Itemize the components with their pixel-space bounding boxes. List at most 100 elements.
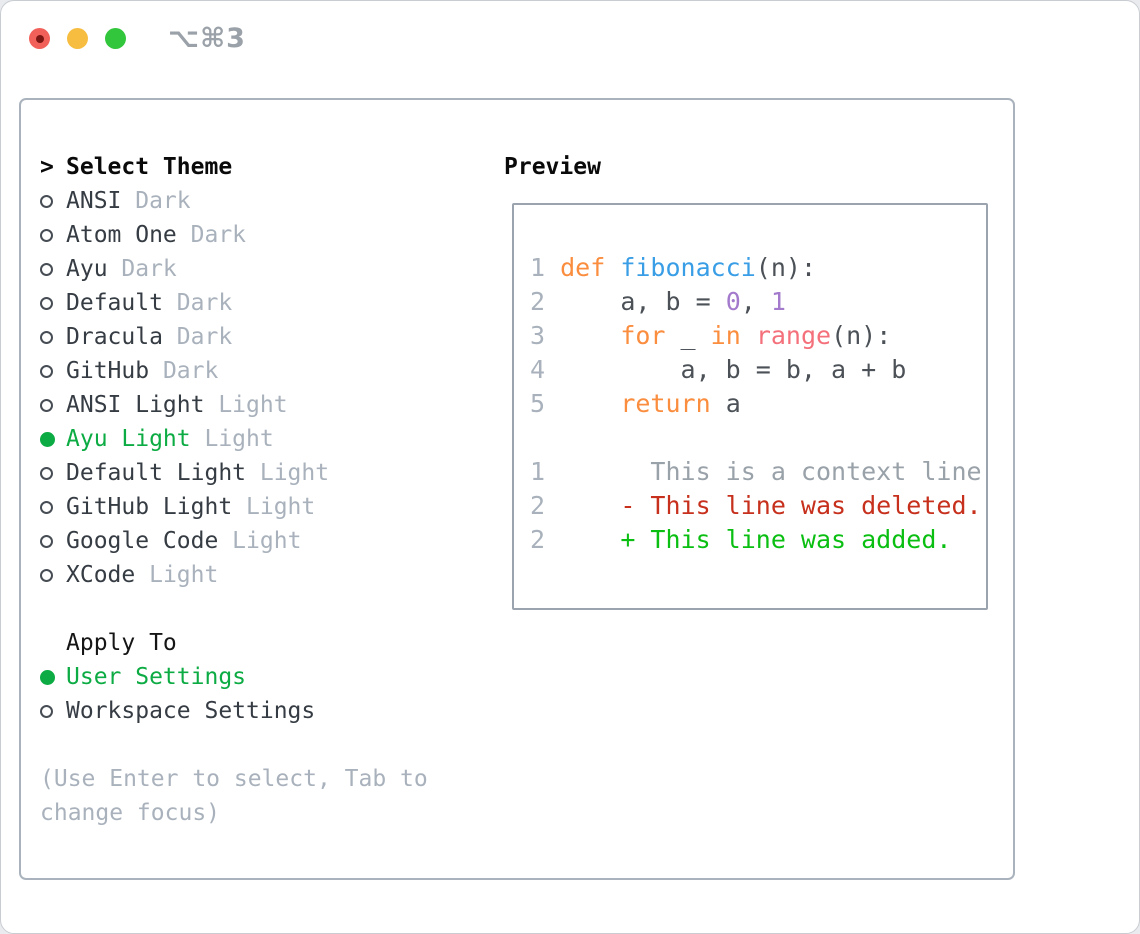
theme-option-xcode-variant-tag: Light [135, 562, 219, 588]
hollow-circle-icon [40, 364, 53, 378]
theme-option-default-light-variant-tag: Light [246, 460, 330, 486]
theme-option-default-light-label: Default Light [66, 460, 247, 486]
minimize-button[interactable] [67, 28, 88, 49]
radio-unselected-icon [40, 194, 66, 208]
hollow-circle-icon [40, 466, 53, 480]
code-token-num: 0 [725, 287, 741, 316]
radio-unselected-icon [40, 296, 66, 310]
hollow-circle-icon [40, 296, 53, 310]
theme-option-default[interactable]: Default Dark [40, 286, 490, 320]
keyboard-hint: (Use Enter to select, Tab to change focu… [40, 766, 428, 826]
theme-option-dracula[interactable]: Dracula Dark [40, 320, 490, 354]
radio-selected-icon [40, 669, 66, 685]
code-token-kw: for [620, 321, 666, 350]
theme-option-ayu-light-label: Ayu Light [66, 426, 191, 452]
hollow-circle-icon [40, 568, 53, 582]
theme-option-ansi[interactable]: ANSI Dark [40, 184, 490, 218]
line-number: 1 [530, 457, 561, 486]
apply-option-workspace-settings[interactable]: Workspace Settings [40, 694, 490, 728]
theme-option-github[interactable]: GitHub Dark [40, 354, 490, 388]
select-theme-header-label: Select Theme [66, 154, 233, 180]
hollow-circle-icon [40, 262, 53, 276]
code-token-num: 1 [770, 287, 786, 316]
theme-option-ayu-light-variant-tag: Light [190, 426, 274, 452]
radio-unselected-icon [40, 262, 66, 276]
line-number: 2 [530, 491, 561, 520]
code-token-ctx: This is a context line. [560, 457, 988, 486]
code-line: 5 return a [530, 387, 986, 421]
theme-option-atom-one-variant-tag: Dark [176, 222, 247, 248]
code-token-pl [560, 389, 620, 418]
theme-option-github-light-label: GitHub Light [66, 494, 233, 520]
theme-option-ansi-variant-tag: Dark [121, 188, 191, 214]
hollow-circle-icon [40, 228, 53, 242]
theme-option-google-code-variant-tag: Light [218, 528, 302, 554]
line-number: 2 [530, 287, 561, 316]
theme-option-ansi-light-variant-tag: Light [204, 392, 288, 418]
theme-option-dracula-label: Dracula [66, 324, 163, 350]
radio-unselected-icon [40, 534, 66, 548]
apply-option-user-settings[interactable]: User Settings [40, 660, 490, 694]
code-token-pl: (n): [831, 321, 892, 350]
hollow-circle-icon [40, 398, 53, 412]
code-token-fn: fibonacci [620, 253, 756, 282]
theme-option-github-light[interactable]: GitHub Light Light [40, 490, 490, 524]
line-number: 3 [530, 321, 561, 350]
title-bar: ⌥⌘3 [1, 1, 1139, 75]
theme-option-google-code[interactable]: Google Code Light [40, 524, 490, 558]
radio-unselected-icon [40, 568, 66, 582]
theme-option-default-variant-tag: Dark [162, 290, 233, 316]
radio-unselected-icon [40, 398, 66, 412]
code-token-pl: (n): [755, 253, 817, 282]
close-button[interactable] [29, 28, 50, 49]
preview-column: Preview 1 def fibonacci(n):2 a, b = 0, 1… [504, 150, 988, 610]
filled-circle-icon [40, 669, 55, 685]
theme-option-ayu-variant-tag: Dark [107, 256, 177, 282]
theme-option-ansi-label: ANSI [66, 188, 122, 214]
code-token-kw: return [620, 389, 711, 418]
code-token-pl: , [740, 287, 771, 316]
code-token-pl: a [710, 389, 741, 418]
theme-option-ansi-light-label: ANSI Light [66, 392, 205, 418]
theme-option-atom-one-label: Atom One [66, 222, 177, 248]
hollow-circle-icon [40, 704, 53, 718]
theme-option-atom-one[interactable]: Atom One Dark [40, 218, 490, 252]
theme-option-ayu[interactable]: Ayu Dark [40, 252, 490, 286]
code-token-pl [560, 321, 620, 350]
theme-option-github-label: GitHub [66, 358, 150, 384]
radio-unselected-icon [40, 228, 66, 242]
code-line: 2 - This line was deleted. [530, 489, 986, 523]
filled-circle-icon [40, 431, 55, 447]
code-token-pl: a, b = [560, 287, 726, 316]
code-line: 2 + This line was added. [530, 523, 986, 557]
radio-unselected-icon [40, 500, 66, 514]
preview-header: Preview [504, 154, 601, 180]
theme-option-ayu-light[interactable]: Ayu Light Light [40, 422, 490, 456]
code-line: 2 a, b = 0, 1 [530, 285, 986, 319]
theme-option-github-light-variant-tag: Light [232, 494, 316, 520]
code-line: 1 This is a context line. [530, 455, 986, 489]
code-token-kw: def [560, 253, 621, 282]
hollow-circle-icon [40, 500, 53, 514]
window-title-shortcut: ⌥⌘3 [168, 23, 246, 54]
theme-option-ayu-label: Ayu [66, 256, 108, 282]
radio-unselected-icon [40, 330, 66, 344]
theme-option-xcode[interactable]: XCode Light [40, 558, 490, 592]
hollow-circle-icon [40, 330, 53, 344]
code-token-del: - This line was deleted. [560, 491, 982, 520]
theme-option-ansi-light[interactable]: ANSI Light Light [40, 388, 490, 422]
theme-option-default-label: Default [66, 290, 163, 316]
code-token-call: range [755, 321, 832, 350]
theme-option-dracula-variant-tag: Dark [162, 324, 233, 350]
zoom-button[interactable] [105, 28, 126, 49]
code-token-pl: _ [665, 321, 711, 350]
code-token-kw: in [710, 321, 741, 350]
theme-option-xcode-label: XCode [66, 562, 136, 588]
hollow-circle-icon [40, 534, 53, 548]
theme-option-default-light[interactable]: Default Light Light [40, 456, 490, 490]
focus-caret-icon: > [40, 154, 54, 180]
